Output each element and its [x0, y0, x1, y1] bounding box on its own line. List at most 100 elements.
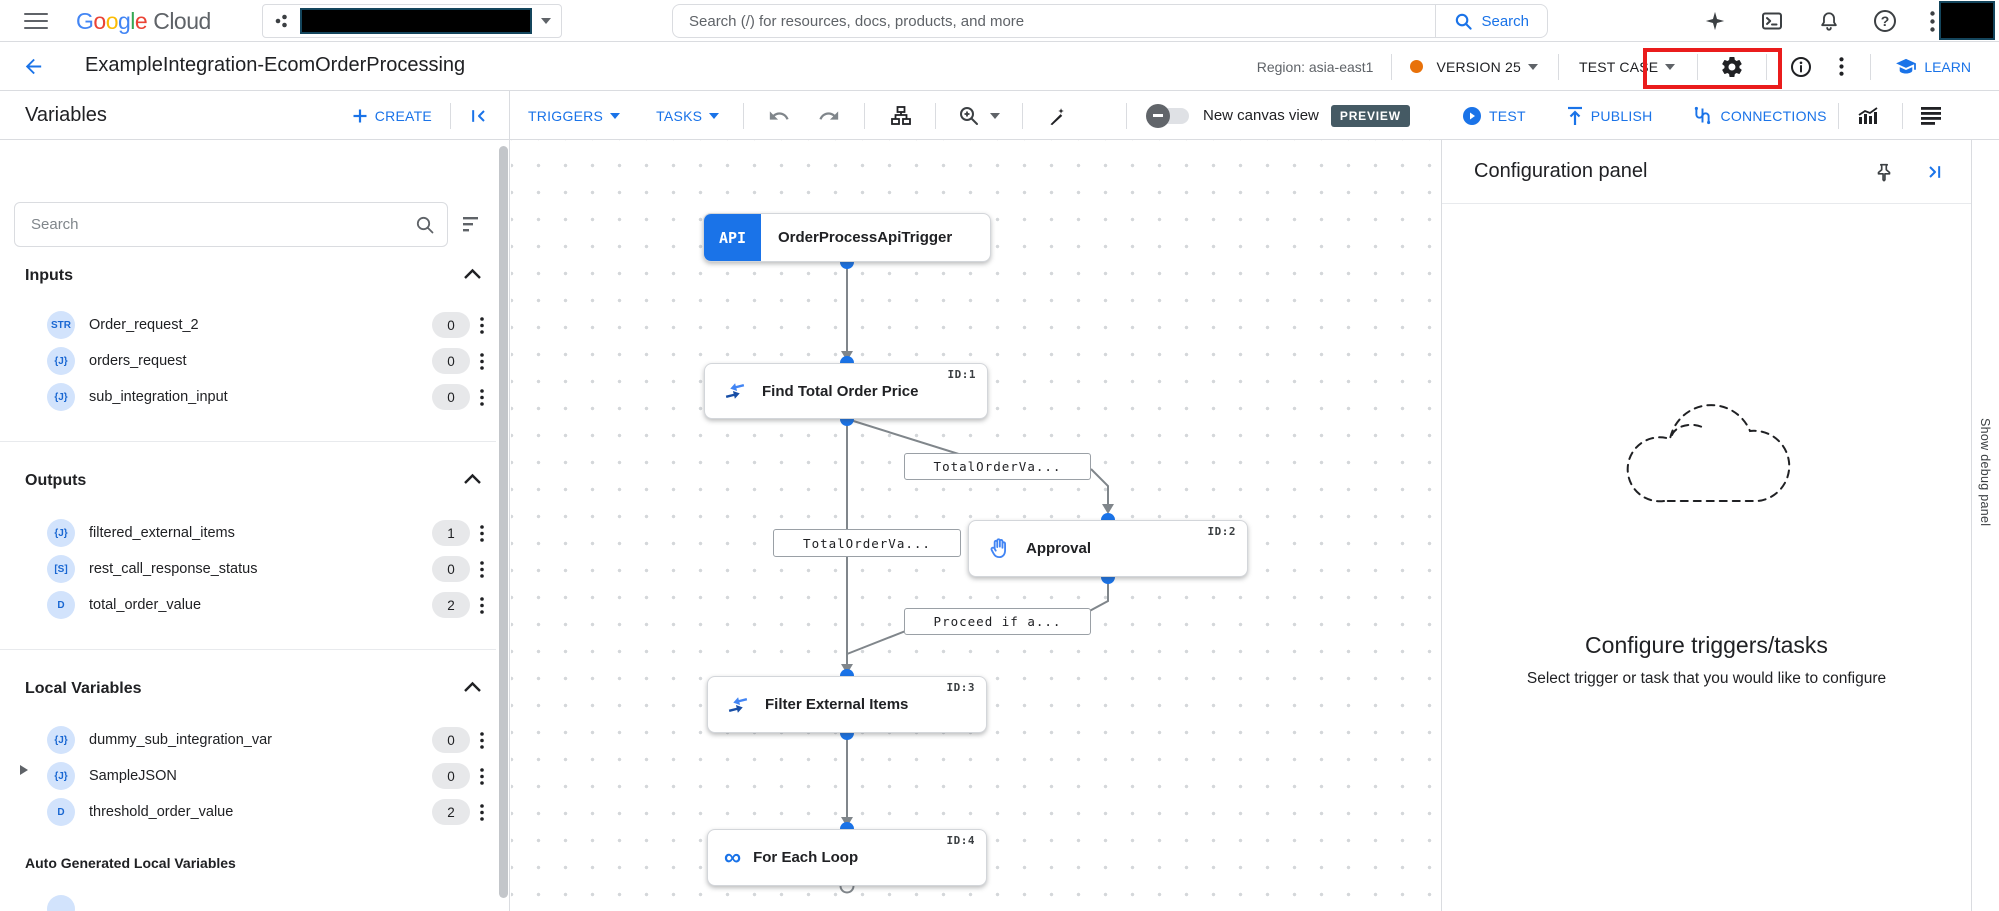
more-vert-icon[interactable]: [480, 767, 496, 785]
school-icon: [1896, 58, 1917, 73]
divider: [1022, 102, 1024, 129]
sitemap-icon[interactable]: [889, 104, 913, 128]
new-canvas-view-toggle[interactable]: [1146, 103, 1189, 128]
node-approval[interactable]: ID:2 Approval: [968, 520, 1248, 577]
chevron-down-icon: [1527, 63, 1538, 70]
page-title: ExampleIntegration-EcomOrderProcessing: [85, 54, 466, 76]
chevron-up-icon[interactable]: [463, 268, 482, 280]
edge-label-text: TotalOrderVa...: [803, 535, 931, 551]
menu-icon[interactable]: [24, 13, 48, 29]
section-title-auto-generated: Auto Generated Local Variables: [25, 855, 236, 871]
settings-gear-icon[interactable]: [1720, 55, 1744, 79]
divider: [1435, 4, 1437, 38]
variable-name: dummy_sub_integration_var: [89, 732, 272, 748]
more-vert-icon[interactable]: [480, 316, 496, 334]
collapse-left-icon[interactable]: [469, 106, 489, 126]
chevron-down-icon: [610, 112, 621, 119]
variable-row[interactable]: {J} SampleJSON 0: [0, 758, 496, 794]
more-vert-icon[interactable]: [480, 731, 496, 749]
create-variable-button[interactable]: CREATE: [352, 108, 432, 124]
divider: [0, 649, 496, 650]
flow-canvas[interactable]: API OrderProcessApiTrigger ID:1 Find Tot…: [511, 140, 1441, 911]
more-vert-icon[interactable]: [1930, 10, 1935, 32]
variable-name: rest_call_response_status: [89, 561, 258, 577]
chevron-down-icon[interactable]: [990, 112, 1001, 119]
edge-label[interactable]: TotalOrderVa...: [904, 453, 1091, 480]
test-case-dropdown[interactable]: TEST CASE: [1579, 59, 1676, 75]
chevron-up-icon[interactable]: [463, 681, 482, 693]
divider: [1557, 53, 1559, 80]
node-trigger[interactable]: API OrderProcessApiTrigger: [703, 213, 991, 262]
divider: [935, 102, 937, 129]
project-selector[interactable]: [262, 4, 562, 38]
logo-cloud-text: Cloud: [153, 8, 211, 34]
variable-row[interactable]: D threshold_order_value 2: [0, 794, 496, 830]
redo-icon[interactable]: [818, 105, 840, 127]
global-search-input[interactable]: [673, 12, 1436, 30]
variable-row[interactable]: {J} sub_integration_input 0: [0, 379, 496, 415]
node-label: For Each Loop: [753, 849, 859, 866]
undo-icon[interactable]: [768, 105, 790, 127]
sidebar-scrollbar[interactable]: [499, 146, 508, 898]
logo-letter: l: [130, 8, 135, 34]
chevron-up-icon[interactable]: [463, 473, 482, 485]
variable-row[interactable]: D total_order_value 2: [0, 587, 496, 623]
plus-icon: [353, 109, 367, 122]
log-list-icon[interactable]: [1920, 106, 1942, 125]
sort-icon[interactable]: [462, 215, 482, 233]
cloud-shell-icon[interactable]: [1760, 9, 1784, 33]
more-vert-icon[interactable]: [480, 388, 496, 406]
more-vert-icon[interactable]: [480, 524, 496, 542]
more-vert-icon[interactable]: [480, 803, 496, 821]
analytics-chart-icon[interactable]: [1856, 105, 1880, 127]
node-for-each-loop[interactable]: ID:4 ∞ For Each Loop: [707, 829, 987, 886]
back-arrow-icon[interactable]: [22, 55, 45, 78]
redacted-avatar[interactable]: [1939, 1, 1995, 40]
editor-toolbar: Variables CREATE TRIGGERS TASKS: [0, 91, 1999, 140]
debug-panel-strip: Show debug panel: [1971, 140, 1999, 911]
node-filter-external-items[interactable]: ID:3 Filter External Items: [707, 676, 987, 733]
approval-hand-icon: [986, 536, 1012, 562]
node-find-total-order-price[interactable]: ID:1 Find Total Order Price: [704, 363, 988, 419]
test-button[interactable]: TEST: [1462, 106, 1526, 126]
variable-row[interactable]: [S] rest_call_response_status 0: [0, 551, 496, 587]
show-debug-panel-button[interactable]: Show debug panel: [1978, 418, 1992, 527]
edge-label[interactable]: Proceed if a...: [904, 608, 1091, 635]
gemini-sparkle-icon[interactable]: [1704, 10, 1726, 32]
edge-label[interactable]: TotalOrderVa...: [773, 529, 961, 557]
play-icon: [1463, 106, 1481, 125]
version-dropdown[interactable]: VERSION 25: [1436, 59, 1538, 75]
more-vert-icon[interactable]: [480, 352, 496, 370]
expand-arrow-icon[interactable]: [20, 765, 28, 775]
variable-row[interactable]: {J} filtered_external_items 1: [0, 515, 496, 551]
connections-button[interactable]: CONNECTIONS: [1692, 105, 1826, 126]
notifications-bell-icon[interactable]: [1818, 10, 1840, 33]
tasks-label: TASKS: [656, 107, 703, 124]
usage-count-badge: 0: [432, 556, 470, 582]
publish-button[interactable]: PUBLISH: [1566, 106, 1653, 126]
variable-name: Order_request_2: [89, 317, 199, 333]
more-vert-icon[interactable]: [1839, 57, 1844, 76]
variable-row[interactable]: {J} orders_request 0: [0, 343, 496, 379]
info-icon[interactable]: [1789, 55, 1813, 79]
variables-search-input[interactable]: [31, 216, 415, 233]
tasks-dropdown[interactable]: TASKS: [656, 107, 720, 124]
type-badge: D: [47, 591, 75, 619]
zoom-in-icon[interactable]: [958, 105, 980, 127]
triggers-dropdown[interactable]: TRIGGERS: [528, 108, 621, 124]
help-icon[interactable]: [1874, 10, 1896, 32]
search-button[interactable]: Search: [1436, 12, 1547, 31]
more-vert-icon[interactable]: [480, 560, 496, 578]
learn-button[interactable]: LEARN: [1895, 58, 1971, 76]
variable-row[interactable]: STR Order_request_2 0: [0, 307, 496, 343]
cloud-illustration: [1612, 383, 1802, 518]
type-badge: {J}: [47, 726, 75, 754]
pin-icon[interactable]: [1873, 161, 1895, 183]
more-vert-icon[interactable]: [480, 596, 496, 614]
collapse-right-icon[interactable]: [1925, 162, 1945, 182]
preview-badge: PREVIEW: [1330, 104, 1410, 127]
variable-row[interactable]: {J} dummy_sub_integration_var 0: [0, 722, 496, 758]
edge-label-text: Proceed if a...: [933, 614, 1062, 629]
magic-pen-icon[interactable]: [1045, 105, 1067, 127]
